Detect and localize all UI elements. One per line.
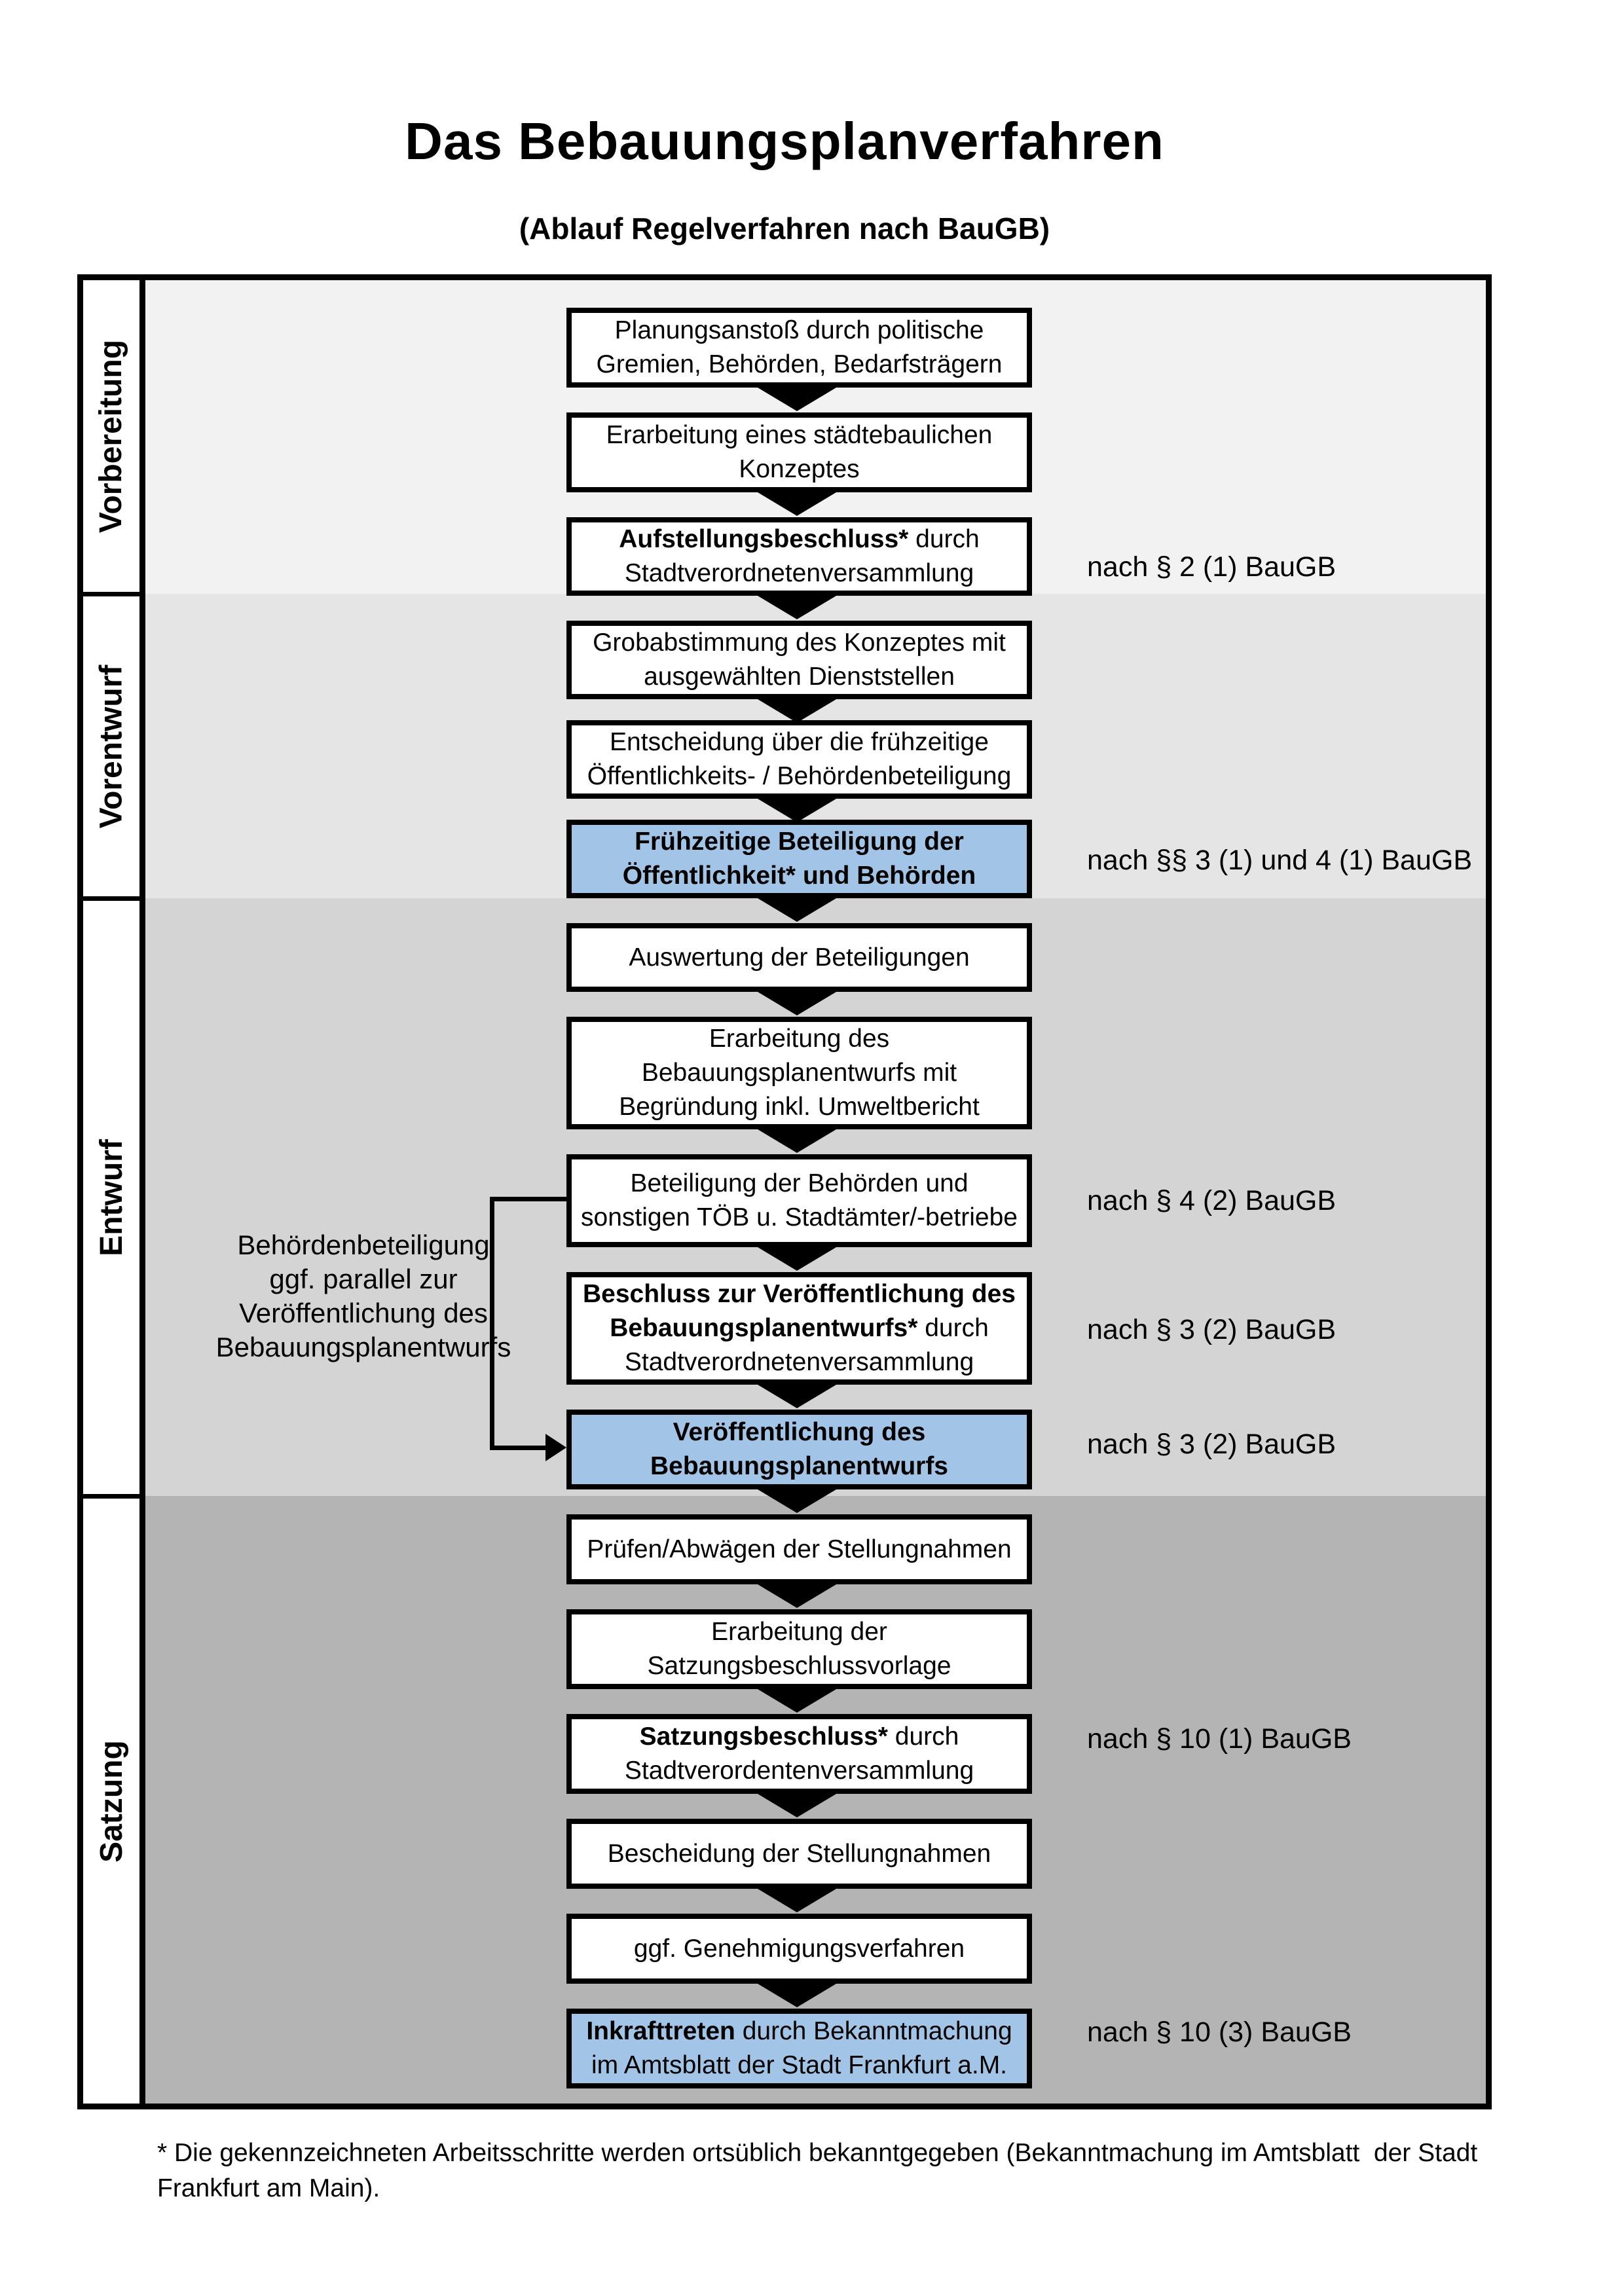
phase-divider <box>77 592 145 596</box>
step-grobabstimmung: Grobabstimmung des Konzeptes mit ausgewä… <box>566 621 1032 699</box>
annotation-baugb: nach § 10 (3) BauGB <box>1087 2016 1352 2048</box>
flow-arrow-down-icon <box>751 1381 843 1408</box>
annotation-baugb: nach § 2 (1) BauGB <box>1087 551 1337 583</box>
side-note-parallel: Behördenbeteiligung ggf. parallel zur Ve… <box>215 1230 511 1362</box>
flow-arrow-down-icon <box>751 1980 843 2007</box>
step-entwurf-erarbeitung: Erarbeitung des Bebauungsplanentwurfs mi… <box>566 1017 1032 1129</box>
elbow-connector-bottom <box>490 1446 547 1450</box>
phase-label-satzung: Satzung <box>94 1740 129 1863</box>
step-behoerdenbeteiligung: Beteiligung der Behörden und sonstigen T… <box>566 1154 1032 1247</box>
step-konzept-erarbeitung: Erarbeitung eines städtebaulichen Konzep… <box>566 412 1032 492</box>
elbow-connector-vertical <box>490 1197 494 1450</box>
phase-label-vorbereitung: Vorbereitung <box>94 339 129 533</box>
flow-arrow-down-icon <box>751 1485 843 1513</box>
footnote: * Die gekennzeichneten Arbeitsschritte w… <box>157 2139 1478 2202</box>
step-planungsanstoss: Planungsanstoß durch politische Gremien,… <box>566 308 1032 388</box>
label-column-divider <box>139 274 145 2109</box>
flow-arrow-down-icon <box>751 795 843 822</box>
flow-arrow-down-icon <box>751 988 843 1015</box>
flow-arrow-down-icon <box>751 1125 843 1153</box>
step-veroeffentlichungsbeschluss: Beschluss zur Veröffentlichung des Bebau… <box>566 1272 1032 1385</box>
step-veroeffentlichung: Veröffentlichung des Bebauungsplanentwur… <box>566 1410 1032 1489</box>
phase-divider <box>77 896 145 901</box>
flow-arrow-down-icon <box>751 1580 843 1608</box>
elbow-arrow-right-icon <box>545 1434 566 1461</box>
phase-label-cell: Vorentwurf <box>83 596 139 896</box>
step-inkrafttreten: Inkrafttreten durch Bekanntmachung im Am… <box>566 2009 1032 2088</box>
flow-arrow-down-icon <box>751 1885 843 1912</box>
flow-arrow-down-icon <box>751 1243 843 1271</box>
phase-label-cell: Satzung <box>83 1499 139 2104</box>
step-fruehzeitige-beteiligung: Frühzeitige Beteiligung der Öffentlichke… <box>566 820 1032 898</box>
flow-arrow-down-icon <box>751 1790 843 1817</box>
flow-arrow-down-icon <box>751 894 843 922</box>
step-pruefen-abwaegen: Prüfen/Abwägen der Stellungnahmen <box>566 1514 1032 1584</box>
flow-arrow-down-icon <box>751 1685 843 1713</box>
elbow-connector-top <box>490 1197 566 1201</box>
step-genehmigungsverfahren: ggf. Genehmigungsverfahren <box>566 1914 1032 1984</box>
annotation-baugb: nach § 4 (2) BauGB <box>1087 1185 1337 1216</box>
annotation-baugb: nach § 3 (2) BauGB <box>1087 1429 1337 1460</box>
step-entscheidung-beteiligung: Entscheidung über die frühzeitige Öffent… <box>566 720 1032 799</box>
phase-label-entwurf: Entwurf <box>94 1139 129 1256</box>
phase-label-cell: Vorbereitung <box>83 280 139 592</box>
annotation-baugb: nach § 10 (1) BauGB <box>1087 1723 1352 1755</box>
flow-arrow-down-icon <box>751 488 843 516</box>
step-aufstellungsbeschluss: Aufstellungsbeschluss* durch Stadtverord… <box>566 517 1032 596</box>
phase-label-cell: Entwurf <box>83 901 139 1494</box>
step-satzungsvorlage: Erarbeitung der Satzungsbeschlussvorlage <box>566 1609 1032 1689</box>
phase-label-vorentwurf: Vorentwurf <box>94 665 129 828</box>
annotation-baugb: nach §§ 3 (1) und 4 (1) BauGB <box>1087 845 1473 876</box>
page-subtitle: (Ablauf Regelverfahren nach BauGB) <box>519 211 1050 246</box>
flow-arrow-down-icon <box>751 384 843 411</box>
annotation-baugb: nach § 3 (2) BauGB <box>1087 1314 1337 1345</box>
page-title: Das Bebauungsplanverfahren <box>405 112 1164 170</box>
phase-divider <box>77 1494 145 1499</box>
flow-arrow-down-icon <box>751 695 843 723</box>
step-bescheidung: Bescheidung der Stellungnahmen <box>566 1819 1032 1889</box>
step-satzungsbeschluss: Satzungsbeschluss* durch Stadtverordente… <box>566 1714 1032 1794</box>
flow-arrow-down-icon <box>751 592 843 619</box>
step-auswertung: Auswertung der Beteiligungen <box>566 923 1032 992</box>
